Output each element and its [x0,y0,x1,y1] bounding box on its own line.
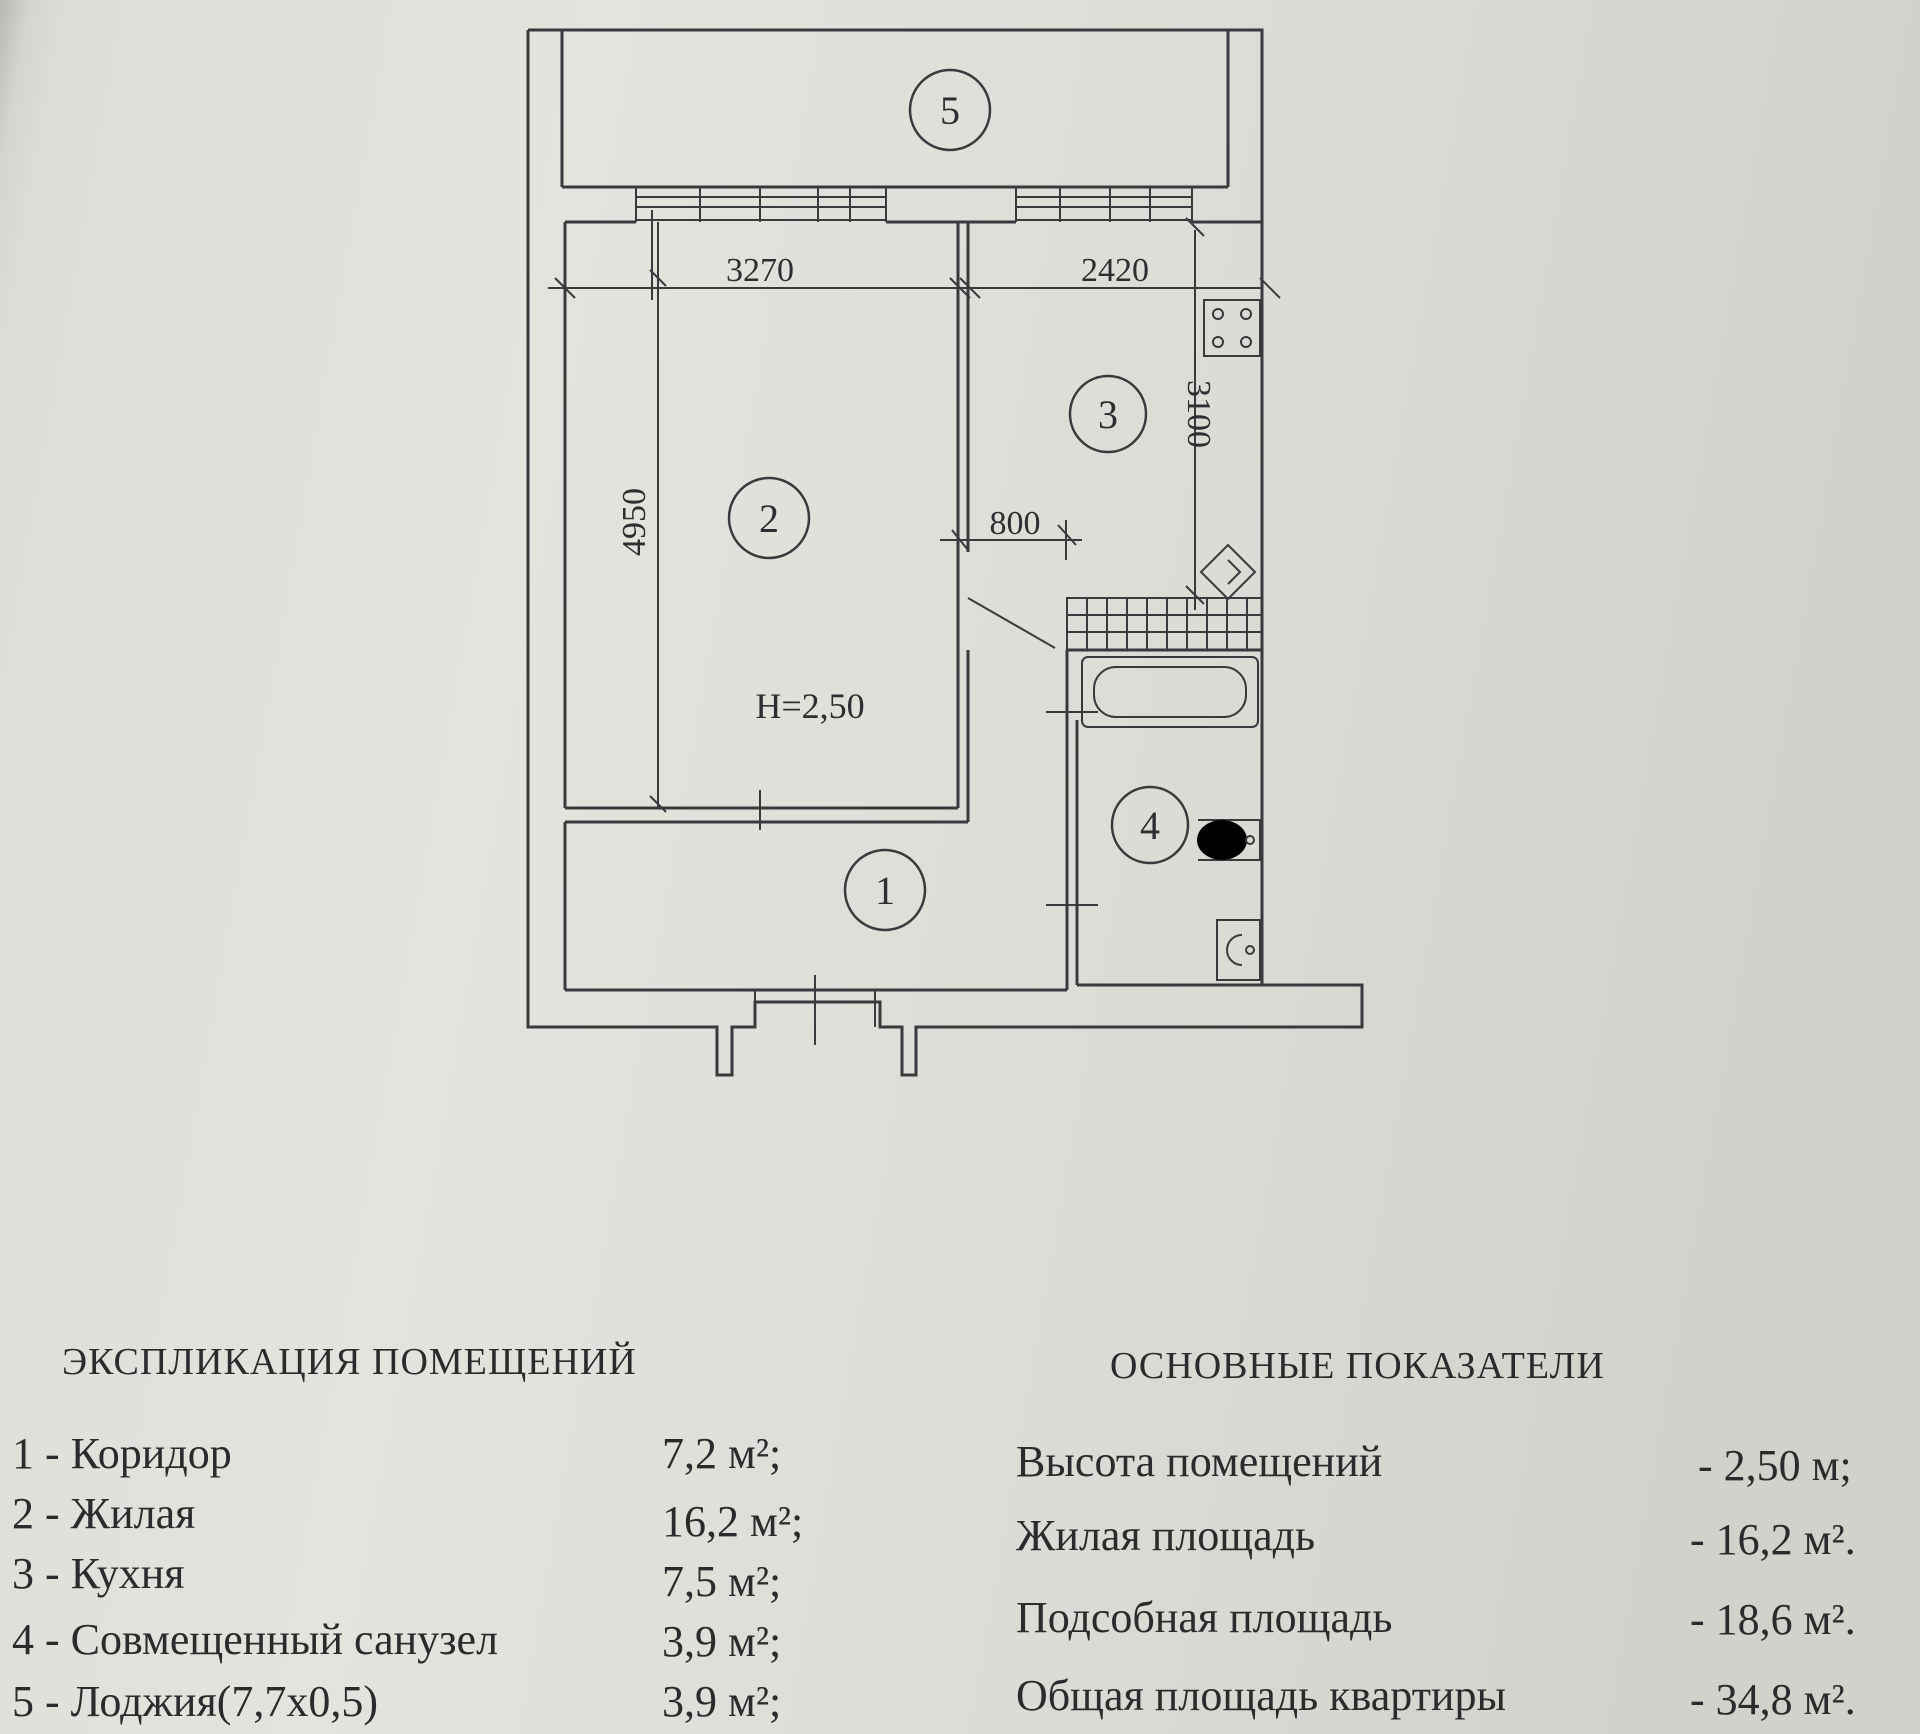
dim-door-offset: 800 [990,505,1041,542]
dim-kitchen-width: 2420 [1081,252,1149,289]
indicator-name: Общая площадь квартиры [1016,1671,1507,1720]
list-item-area: 3,9 м²; [662,1676,781,1727]
room-name: 3 - Кухня [12,1549,185,1598]
bathroom-sink-icon [1216,919,1261,981]
room-name: 1 - Коридор [12,1429,232,1478]
indicator-name: Подсобная площадь [1016,1593,1393,1642]
room-name: 4 - Совмещенный санузел [12,1615,499,1664]
dim-living-width: 3270 [726,252,794,289]
ceiling-height-label: H=2,50 [755,686,864,726]
room-name: 5 - Лоджия(7,7х0,5) [12,1677,379,1726]
floor-plan: 5 3 2 4 1 3270 2420 4950 3100 800 H=2,50 [526,28,1364,1077]
indicator-value: - 18,6 м². [1690,1595,1856,1644]
room-area: 7,5 м²; [662,1557,782,1606]
door-swing-line [967,597,1056,649]
room-2-number: 2 [759,496,779,541]
list-item: 2 - Жилая [12,1488,195,1539]
loggia-window-left [635,186,887,222]
room-5-marker [908,68,992,152]
explication-title: ЭКСПЛИКАЦИЯ ПОМЕЩЕНИЙ [62,1341,637,1383]
room-3-marker [1068,374,1148,454]
room-1-marker [843,848,927,932]
list-item-area: 3,9 м²; [662,1616,781,1667]
indicator-name: Жилая площадь [1016,1511,1316,1560]
room-4-number: 4 [1140,803,1160,848]
tiled-partition [1066,597,1263,651]
kitchen-sink-icon [1199,543,1257,601]
room-2-marker [727,476,811,560]
list-item-area: 7,5 м²; [662,1556,781,1607]
bathtub-icon [1081,656,1259,728]
dim-kitchen-length: 3100 [1180,380,1217,448]
room-area: 3,9 м²; [662,1617,782,1666]
indicator-value: - 34,8 м². [1690,1675,1856,1724]
list-item-area: 16,2 м²; [662,1496,803,1547]
list-item: 4 - Совмещенный санузел [12,1614,498,1665]
room-area: 7,2 м²; [662,1429,782,1478]
list-item: 5 - Лоджия(7,7х0,5) [12,1676,378,1727]
indicator-value: - 16,2 м². [1690,1515,1856,1564]
stove-icon [1203,299,1261,357]
indicator-value: - 2,50 м; [1698,1441,1852,1490]
room-name: 2 - Жилая [12,1489,196,1538]
dimension-lines [548,210,1281,906]
room-1-number: 1 [875,868,895,913]
entrance-door-marks [754,975,876,1045]
list-item: 1 - Коридор [12,1428,232,1479]
dim-living-length: 4950 [616,488,653,556]
outer-wall-outline [526,28,1364,1077]
list-item: 3 - Кухня [12,1548,184,1599]
list-item-area: 7,2 м²; [662,1428,781,1479]
interior-walls [563,220,1262,992]
room-3-number: 3 [1098,392,1118,437]
room-area: 3,9 м²; [662,1677,782,1726]
room-5-number: 5 [940,88,960,133]
loggia-window-right [1015,186,1193,222]
indicator-name: Высота помещений [1016,1437,1383,1486]
room-area: 16,2 м²; [662,1497,804,1546]
indicators-title: ОСНОВНЫЕ ПОКАЗАТЕЛИ [1110,1345,1605,1387]
room-4-marker [1110,785,1190,865]
toilet-icon [1197,819,1261,861]
